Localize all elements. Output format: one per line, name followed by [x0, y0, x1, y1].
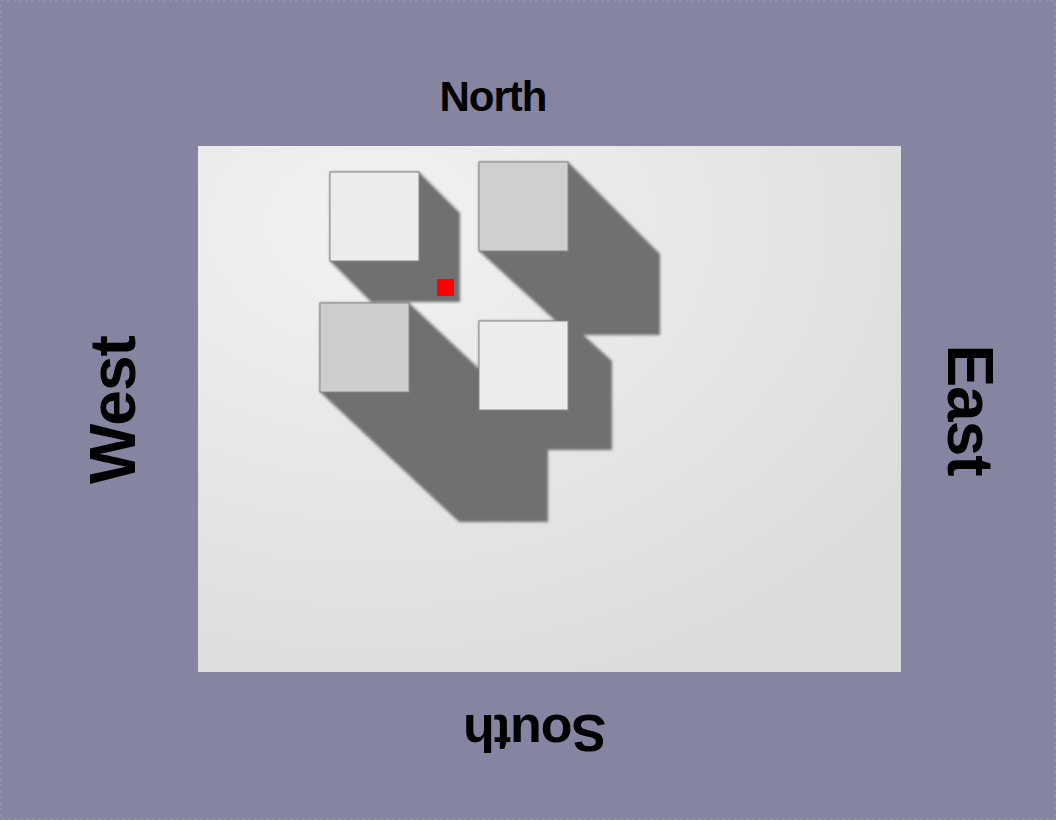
marker-point: [437, 279, 454, 296]
compass-label: East: [938, 344, 1002, 475]
compass-label: South: [464, 707, 606, 759]
block-top: [479, 321, 568, 410]
block-shadow: [330, 172, 460, 302]
compass-label: West: [81, 336, 145, 484]
block-top: [320, 303, 409, 392]
shadows: [320, 162, 660, 522]
block-shadow: [479, 321, 612, 450]
ground-plane: [198, 146, 901, 672]
compass-label: North: [440, 76, 547, 118]
block-top: [479, 162, 568, 251]
block-top: [330, 172, 419, 261]
block-shadow: [479, 162, 660, 335]
